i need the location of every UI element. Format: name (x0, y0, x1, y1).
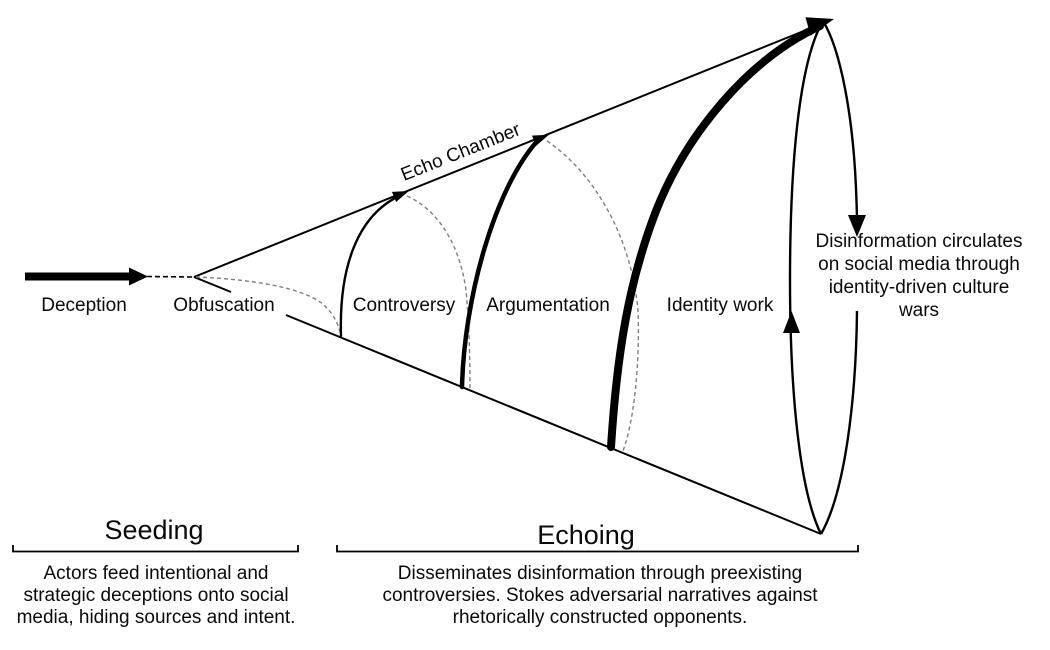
stage-label-controversy: Controversy (352, 295, 456, 316)
echo-line-arrowhead-1-icon (391, 190, 409, 203)
seeding-description-line: media, hiding sources and intent. (16, 607, 296, 628)
outcome-line: Disinformation circulates (815, 231, 1023, 252)
controversy-back-arc (406, 195, 471, 390)
deception-label: Deception (41, 295, 127, 316)
deception-arrowhead-icon (129, 267, 148, 286)
deception-to-apex-dashed-line (146, 275, 194, 278)
argumentation-front-arc (459, 136, 542, 390)
identity-work-front-arc (607, 22, 824, 451)
cone-bottom-edge-near-apex (193, 276, 232, 293)
echoing-description-line: Disseminates disinformation through pree… (397, 563, 803, 584)
stage-label-identity-work: Identity work (666, 295, 774, 316)
echoing-description-line: rhetorically constructed opponents. (452, 607, 748, 628)
mouth-ellipse-right-upper-arc (821, 20, 859, 223)
cone-top-edge (193, 21, 827, 278)
phase-name-echoing: Echoing (537, 520, 635, 550)
outcome-line: on social media through (818, 254, 1020, 275)
obfuscation-back-arc (195, 276, 342, 337)
echoing-description: Disseminates disinformation through pree… (382, 563, 817, 629)
outcome-line: wars (898, 300, 940, 321)
outcome-line: identity-driven culture (828, 277, 1010, 298)
mouth-ellipse-right-lower-arc (819, 310, 859, 535)
seeding-description-line: strategic deceptions onto social (23, 585, 289, 606)
echoing-description-line: controversies. Stokes adversarial narrat… (382, 585, 818, 606)
obfuscation-label: Obfuscation (173, 295, 275, 316)
circulation-up-arrowhead-icon (783, 311, 800, 333)
seeding-phase-bracket (12, 545, 299, 553)
stage-label-argumentation: Argumentation (486, 295, 610, 316)
seeding-description-line: Actors feed intentional and (43, 563, 269, 584)
mouth-ellipse-left-arc (788, 20, 825, 535)
outcome-textblock: Disinformation circulates on social medi… (816, 230, 1023, 322)
cone-bottom-edge (285, 314, 822, 535)
circulation-down-arrowhead-icon (848, 215, 866, 237)
seeding-description: Actors feed intentional and strategic de… (17, 563, 296, 629)
echoing-phase-bracket (336, 545, 859, 553)
phase-name-seeding: Seeding (104, 515, 204, 545)
echo-line-arrowhead-2-icon (531, 134, 549, 146)
controversy-front-arc (339, 193, 403, 338)
argumentation-back-arc (546, 140, 640, 452)
